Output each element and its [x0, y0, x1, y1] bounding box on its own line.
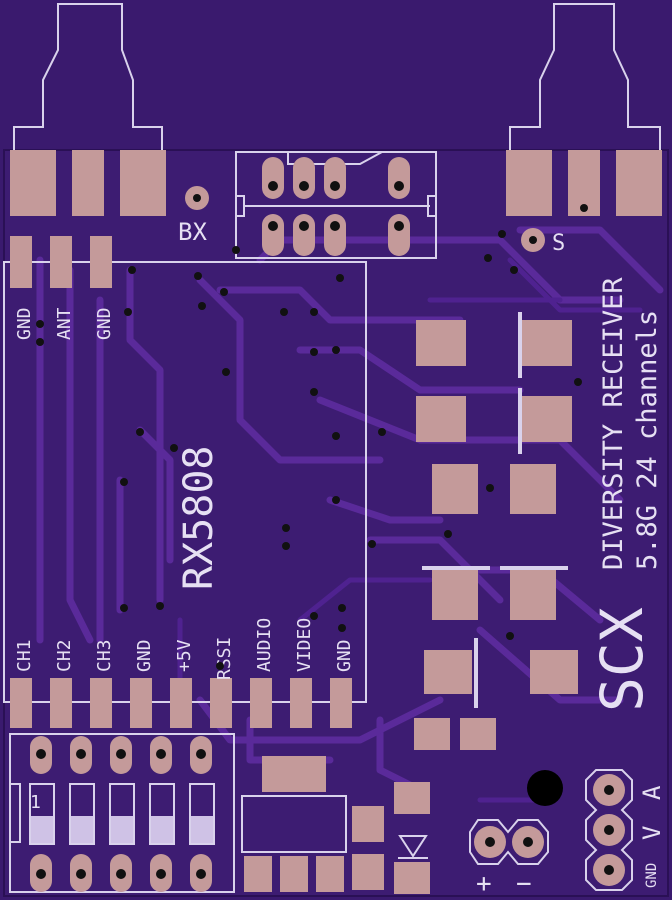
vias — [36, 204, 588, 670]
module-name: RX5808 — [176, 446, 222, 591]
logo: SCX — [588, 607, 656, 712]
dip-switch — [29, 736, 215, 892]
module-pin-label: AUDIO — [254, 618, 275, 672]
module-pin-label: CH2 — [54, 639, 75, 672]
antenna-pin-label: GND — [94, 307, 115, 340]
module-pin-pads — [10, 678, 352, 728]
left-sma-pad — [120, 150, 166, 216]
output-label-gnd: GND — [644, 863, 660, 888]
power-minus-label: − — [516, 869, 532, 899]
output-label-v: V — [638, 826, 666, 840]
module-pin-label: CH1 — [14, 639, 35, 672]
output-label-a: A — [638, 785, 666, 800]
module-pin-label: RSSI — [214, 637, 235, 680]
mounting-hole — [527, 770, 563, 806]
diode — [394, 782, 430, 894]
module-pin-label: VIDEO — [294, 618, 315, 672]
antenna-pin-label: GND — [14, 307, 35, 340]
title-line2: 5.8G 24 channels — [632, 310, 663, 570]
power-plus-label: + — [476, 869, 492, 899]
module-pin-label: GND — [134, 639, 155, 672]
s-label: S — [552, 231, 565, 256]
right-sma-pad — [616, 150, 662, 216]
right-sma-pad — [506, 150, 552, 216]
left-sma-pad — [72, 150, 104, 216]
module-pin-label: CH3 — [94, 639, 115, 672]
left-sma-pad — [10, 150, 56, 216]
av-output-connector — [585, 769, 633, 891]
bx-label: BX — [178, 218, 207, 246]
module-pin-label: GND — [334, 639, 355, 672]
module-pin-label: +5V — [174, 639, 195, 672]
left-sma-connector-outline — [13, 3, 163, 150]
antenna-switch-pins — [262, 157, 410, 256]
voltage-regulator — [241, 756, 384, 892]
title-line1: DIVERSITY RECEIVER — [598, 277, 629, 570]
antenna-pin-label: ANT — [54, 307, 75, 340]
power-connector — [469, 819, 549, 865]
smd-components — [414, 312, 578, 750]
dip-switch-label: 1 — [30, 792, 41, 813]
right-sma-connector-outline — [509, 3, 661, 150]
